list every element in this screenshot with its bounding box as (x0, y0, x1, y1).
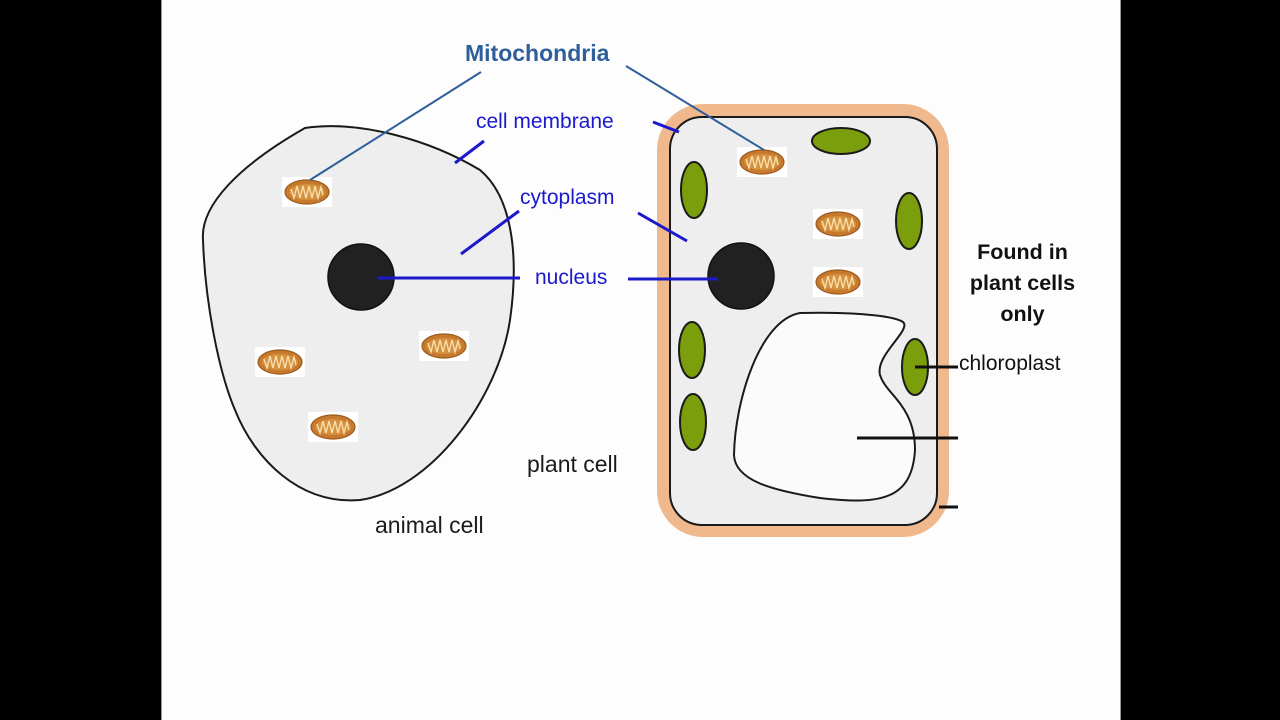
mitochondria-pointer-plant (625, 65, 765, 151)
plant-only-note-line: Found in (977, 240, 1068, 264)
plant-mitochondrion (812, 208, 864, 240)
mitochondria-pointer-animal (309, 71, 482, 181)
animal-mitochondrion (254, 346, 306, 378)
plant-only-note: Found in plant cells only (950, 237, 1095, 330)
chloroplast-label: chloroplast (959, 352, 1061, 375)
animal-mitochondrion (418, 330, 470, 362)
chloroplast (895, 192, 923, 250)
plant-mitochondrion (736, 146, 788, 178)
plant-mitochondrion (812, 266, 864, 298)
plant-only-note-line: only (1000, 302, 1045, 326)
membrane-pointer-animal (454, 139, 485, 165)
cytoplasm-label: cytoplasm (520, 186, 615, 209)
plant-nucleus (707, 242, 775, 310)
animal-mitochondrion (281, 176, 333, 208)
chloroplast (680, 161, 708, 219)
chloroplast (678, 321, 706, 379)
membrane-pointer-plant (652, 120, 680, 134)
nucleus-label: nucleus (535, 266, 608, 289)
plant-vacuole (732, 311, 917, 502)
cytoplasm-pointer-plant (637, 211, 688, 243)
plant-cell-label: plant cell (527, 451, 618, 477)
plant-only-note-line: plant cells (969, 271, 1076, 295)
chloroplast (811, 127, 871, 155)
mitochondria-label: Mitochondria (465, 40, 610, 66)
chloroplast (679, 393, 707, 451)
cytoplasm-pointer-animal (460, 209, 520, 256)
cell-membrane-label: cell membrane (476, 110, 614, 133)
animal-mitochondrion (307, 411, 359, 443)
animal-cell-membrane (201, 125, 515, 502)
animal-cell-label: animal cell (375, 512, 484, 538)
